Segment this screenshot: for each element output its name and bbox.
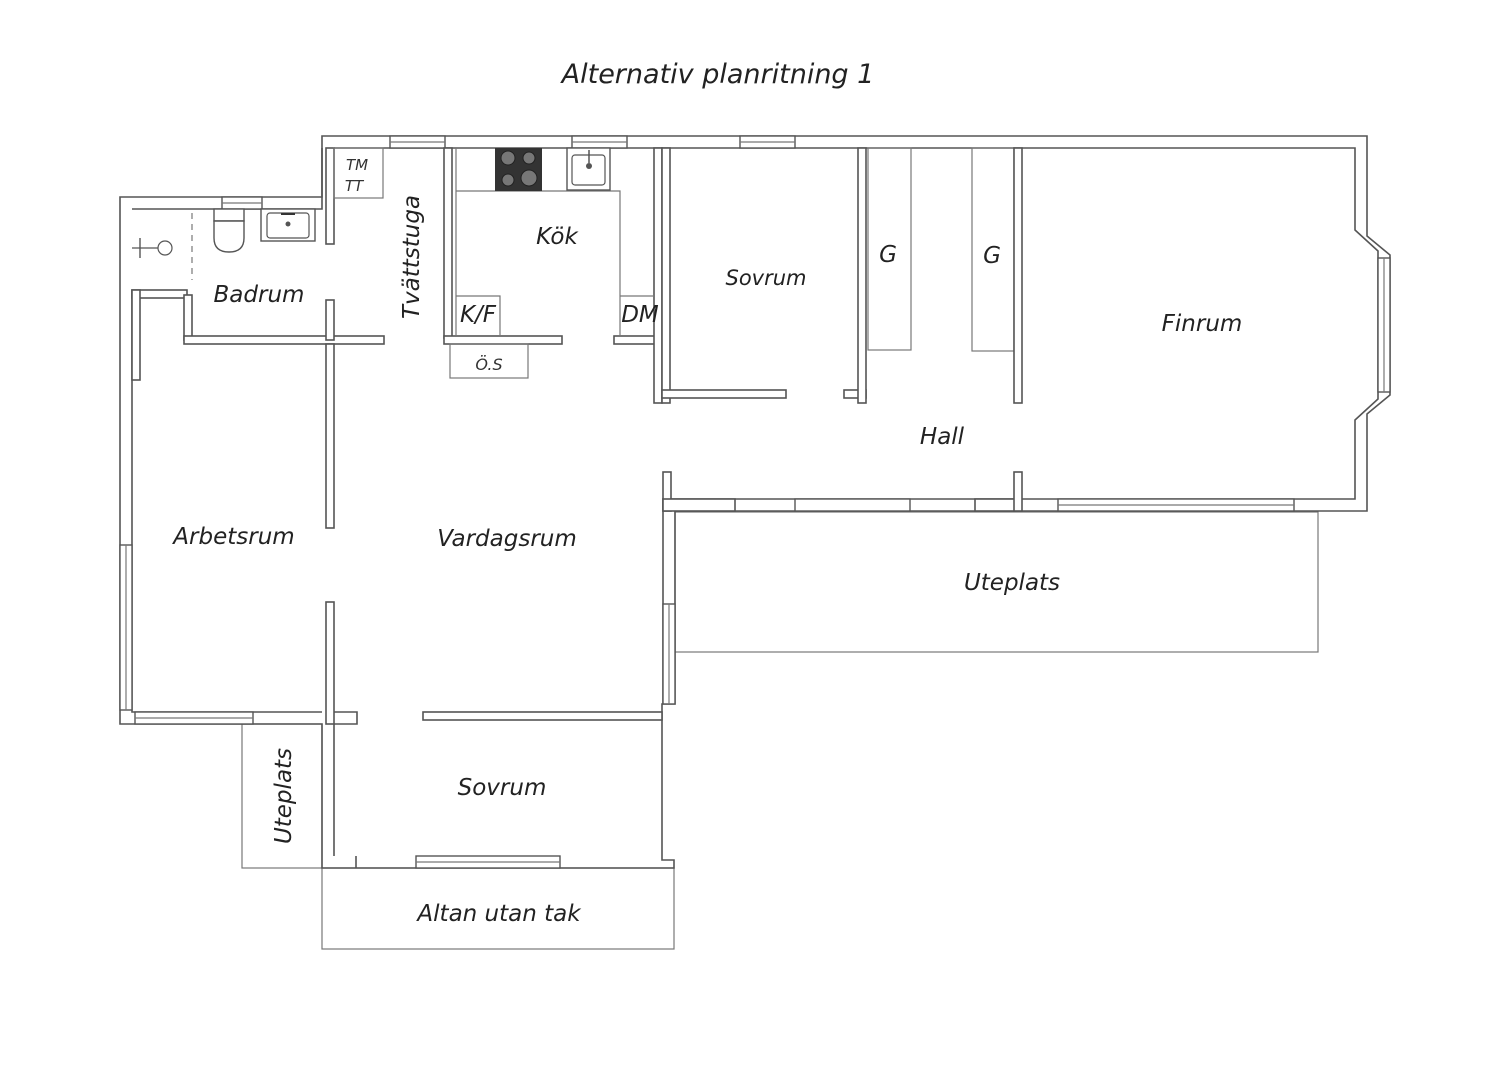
room-label-tm: TM xyxy=(346,156,368,174)
room-label-garderob-2: G xyxy=(983,243,1001,269)
window xyxy=(794,498,911,512)
room-label-tt: TT xyxy=(345,177,365,195)
windows xyxy=(119,135,1391,869)
room-label-sovrum-bottom: Sovrum xyxy=(458,775,547,801)
room-label-os: Ö.S xyxy=(475,355,502,374)
room-label-uteplats-right: Uteplats xyxy=(964,570,1060,596)
inner-wall-outline-a xyxy=(334,147,1379,704)
room-label-dm: DM xyxy=(621,302,659,328)
room-label-vardagsrum: Vardagsrum xyxy=(437,526,577,552)
room-label-hall: Hall xyxy=(920,424,965,450)
plan-title: Alternativ planritning 1 xyxy=(560,59,875,90)
toilet-icon xyxy=(213,208,245,253)
outer-wall-outline xyxy=(119,135,1391,869)
inner-wall-outline-b xyxy=(131,290,322,713)
kitchen-sink-icon xyxy=(566,147,611,191)
exterior-walls xyxy=(119,135,1391,869)
inner-wall-outline-d xyxy=(333,711,358,856)
room-label-sovrum-top: Sovrum xyxy=(725,266,806,290)
shower-icon xyxy=(132,213,193,280)
exterior-areas xyxy=(241,511,1319,950)
interior-walls xyxy=(131,147,1023,725)
room-label-arbetsrum: Arbetsrum xyxy=(171,524,294,550)
room-label-badrum: Badrum xyxy=(214,282,305,308)
room-label-garderob-1: G xyxy=(879,242,897,268)
room-label-tvattstuga: Tvättstuga xyxy=(399,195,425,319)
room-label-altan: Altan utan tak xyxy=(415,901,582,927)
room-label-kok: Kök xyxy=(536,224,579,250)
room-label-uteplats-left: Uteplats xyxy=(271,748,297,844)
inner-wall-outline-c xyxy=(132,148,323,210)
room-label-kf: K/F xyxy=(460,302,497,328)
room-label-finrum: Finrum xyxy=(1162,311,1243,337)
bathroom-sink-icon xyxy=(260,208,316,242)
stove-icon xyxy=(495,148,542,191)
